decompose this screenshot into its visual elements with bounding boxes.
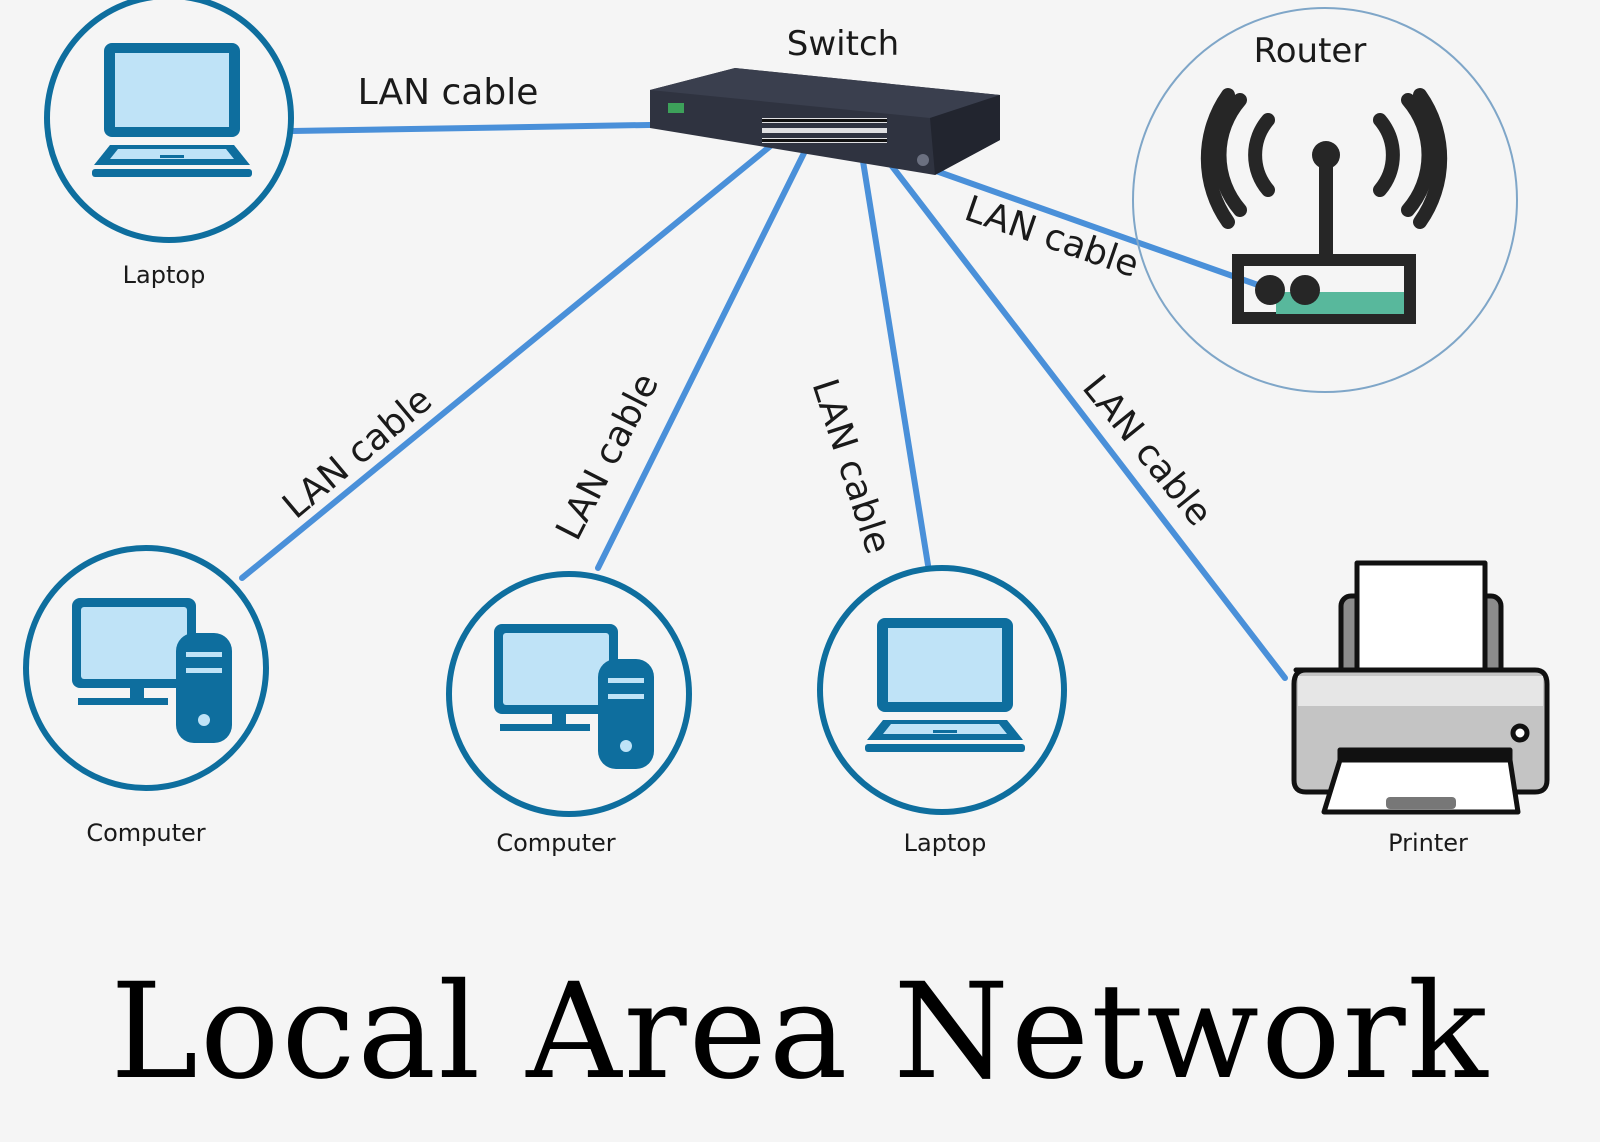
laptop-bottom-label: Laptop [904, 829, 987, 857]
cable-label-computer-2: LAN cable [548, 367, 667, 547]
cable-printer [875, 145, 1288, 681]
laptop-icon [865, 618, 1025, 752]
cable-label-laptop-bottom: LAN cable [804, 374, 899, 559]
cable-router [902, 157, 1261, 288]
cable-label-laptop-top: LAN cable [358, 72, 539, 113]
diagram-title: Local Area Network [110, 955, 1490, 1109]
computer-2-label: Computer [496, 829, 615, 857]
laptop-top-label: Laptop [123, 261, 206, 289]
cable-computer-1 [239, 127, 793, 581]
switch-label: Switch [787, 24, 899, 64]
cable-label-printer: LAN cable [1074, 368, 1220, 534]
laptop-bottom-node: Laptop [817, 565, 1067, 857]
computer-1-label: Computer [86, 819, 205, 847]
printer-label: Printer [1388, 829, 1468, 857]
cable-label-computer-1: LAN cable [275, 379, 440, 527]
printer-icon [1291, 560, 1550, 815]
cable-computer-2 [595, 142, 811, 571]
switch-icon [650, 68, 1000, 175]
laptop-icon [92, 43, 252, 177]
router-node: Router [1132, 7, 1518, 393]
laptop-top-node: Laptop [44, 0, 294, 289]
computer-1-node: Computer [23, 545, 269, 847]
cable-laptop-bottom [859, 152, 931, 568]
wifi-router-icon [1200, 88, 1448, 324]
cable-label-router: LAN cable [960, 188, 1144, 286]
computer-2-node: Computer [446, 571, 692, 857]
router-label: Router [1254, 31, 1367, 71]
router-ring [1132, 7, 1518, 393]
